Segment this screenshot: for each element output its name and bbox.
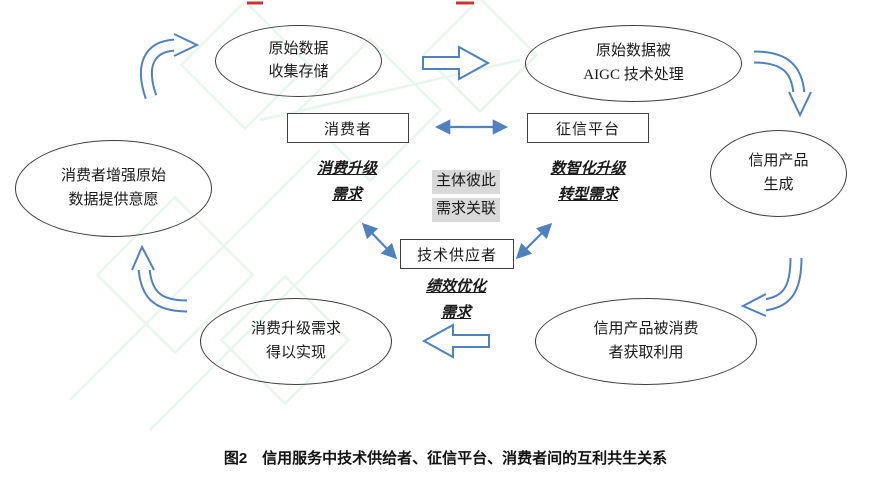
ellipse-line: 数据提供意愿 bbox=[68, 191, 159, 208]
double-arrow-consumer-supplier bbox=[361, 222, 398, 260]
ellipse-line: 原始数据 bbox=[268, 40, 329, 57]
ellipse-demand-realized: 消费升级需求 得以实现 bbox=[200, 298, 392, 385]
ellipse-line: 消费升级需求 bbox=[250, 321, 341, 338]
ellipse-data-collect: 原始数据 收集存储 bbox=[215, 25, 382, 97]
box-credit-platform-label: 征信平台 bbox=[555, 121, 620, 138]
curved-arrow-realized-to-willing bbox=[131, 244, 188, 313]
ellipse-line: 得以实现 bbox=[265, 344, 326, 361]
ellipse-line: 消费者增强原始 bbox=[60, 168, 166, 185]
box-tech-supplier-label: 技术供应者 bbox=[416, 247, 497, 264]
ellipse-line: 信用产品被消费 bbox=[593, 321, 699, 338]
ellipse-line: 原始数据被 bbox=[595, 43, 671, 60]
curved-arrow-willing-to-collect bbox=[139, 33, 200, 100]
consumer-need-label: 消费升级 需求 bbox=[316, 161, 377, 204]
ellipse-line: 信用产品 bbox=[748, 153, 809, 170]
ellipse-line: 者获取利用 bbox=[608, 344, 684, 361]
ellipse-aigc-process: 原始数据被 AIGC 技术处理 bbox=[525, 25, 742, 102]
curved-arrow-generate-to-used bbox=[740, 257, 803, 317]
ellipse-consumer-willing: 消费者增强原始 数据提供意愿 bbox=[15, 140, 212, 237]
box-consumer-label: 消费者 bbox=[323, 121, 372, 138]
box-consumer: 消费者 bbox=[287, 113, 409, 143]
box-credit-platform: 征信平台 bbox=[527, 113, 649, 143]
box-tech-supplier: 技术供应者 bbox=[400, 239, 514, 269]
ellipse-product-used: 信用产品被消费 者获取利用 bbox=[535, 298, 757, 385]
block-arrow-used-to-realized bbox=[421, 323, 490, 359]
double-arrow-platform-supplier bbox=[515, 222, 553, 260]
supplier-need-label: 绩效优化 需求 bbox=[425, 279, 486, 322]
ellipse-line: 收集存储 bbox=[268, 64, 329, 80]
ellipse-credit-generate: 信用产品 生成 bbox=[710, 130, 847, 217]
ellipse-line: AIGC 技术处理 bbox=[583, 66, 684, 83]
ellipse-line: 生成 bbox=[763, 176, 794, 193]
block-arrow-collect-to-aigc bbox=[422, 45, 491, 81]
curved-arrow-aigc-to-generate bbox=[753, 50, 812, 118]
center-link-label: 主体彼此 需求关联 bbox=[414, 168, 518, 224]
figure-caption: 图2 信用服务中技术供给者、征信平台、消费者间的互利共生关系 bbox=[223, 450, 668, 467]
platform-need-label: 数智化升级 转型需求 bbox=[550, 161, 626, 204]
